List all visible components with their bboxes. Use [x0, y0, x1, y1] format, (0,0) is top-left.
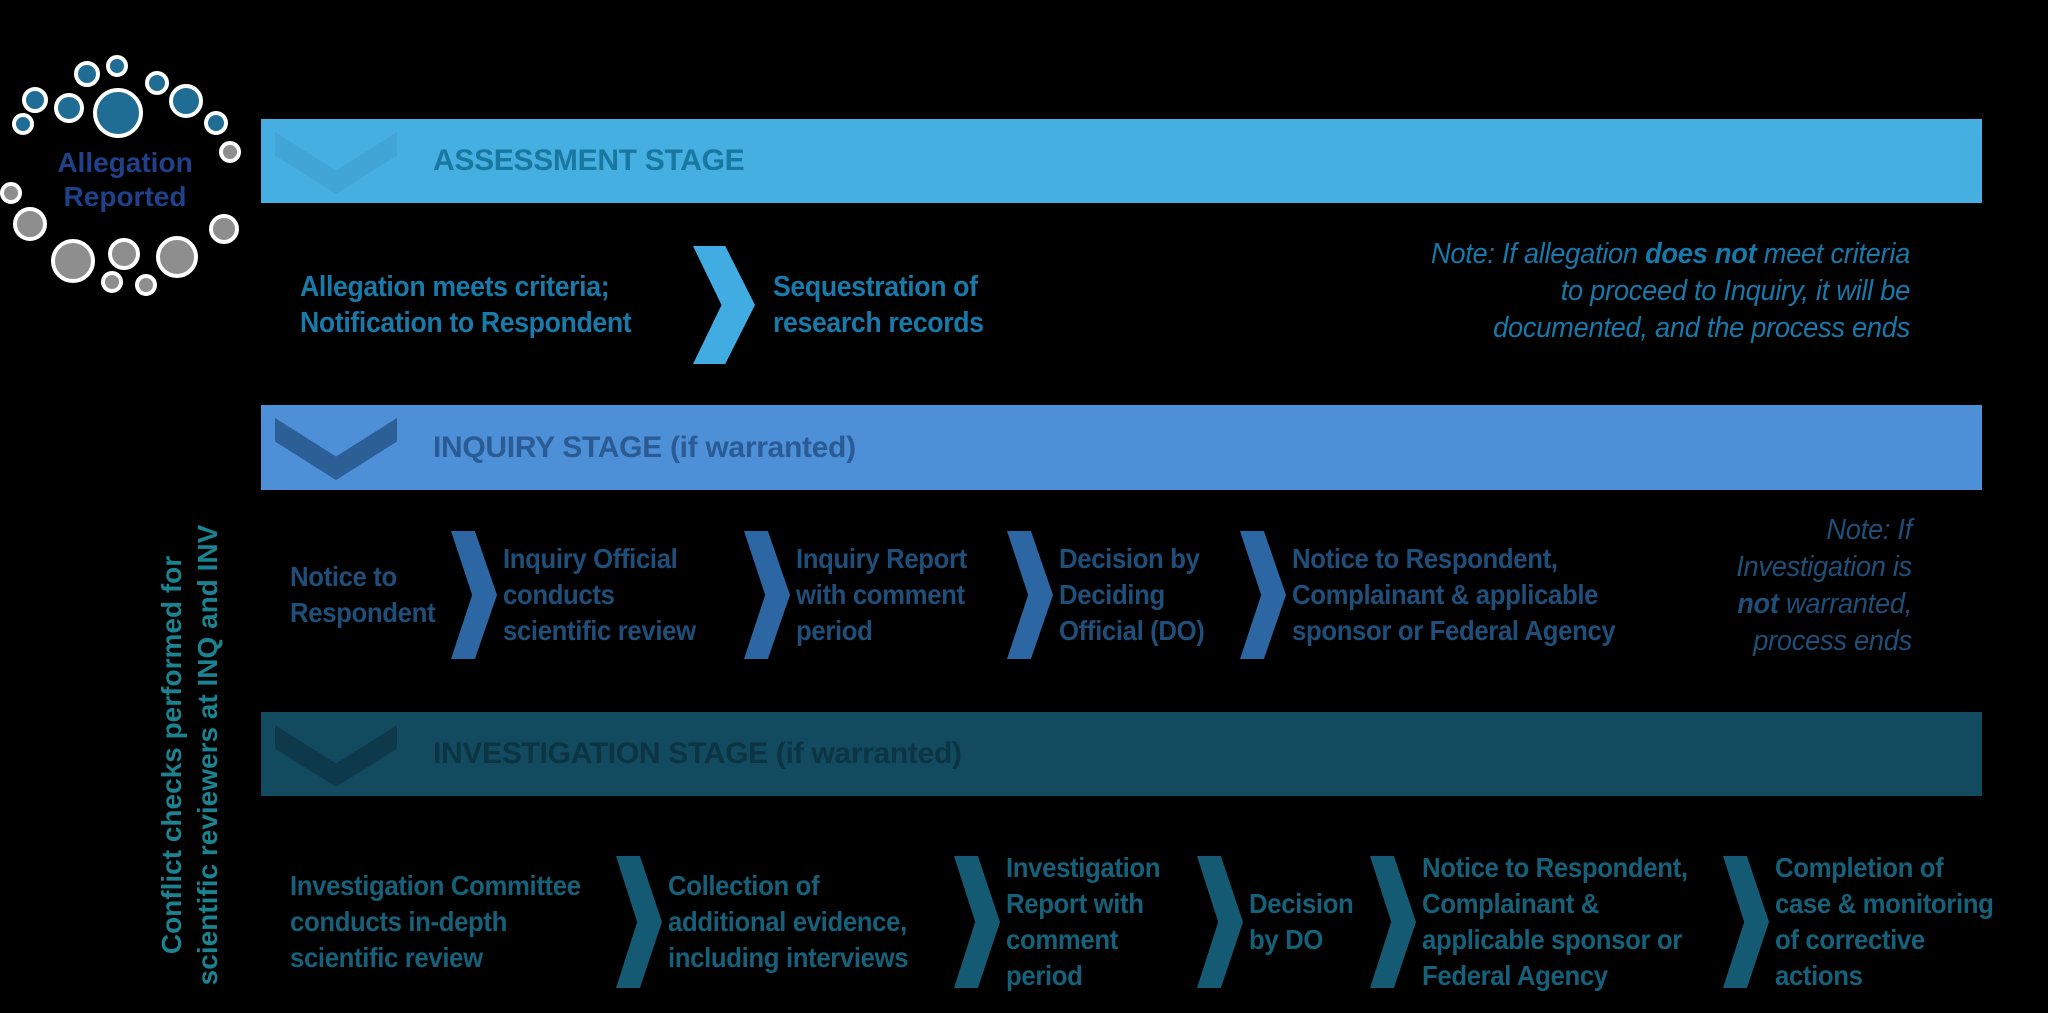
step-label: Investigation Committee conducts in-dept…: [290, 870, 581, 973]
step-label: Investigation Report with comment period: [1006, 852, 1161, 991]
dot-icon: [135, 274, 157, 296]
chevron-right-icon: [1723, 856, 1769, 988]
dot-icon: [13, 207, 47, 241]
step-label: Inquiry Official conducts scientific rev…: [503, 543, 696, 646]
step-label: Notice to Respondent, Complainant & appl…: [1422, 852, 1688, 991]
step-label: Completion of case & monitoring of corre…: [1775, 852, 1994, 991]
inquiry-stage-title: INQUIRY STAGE (if warranted): [433, 430, 856, 464]
dot-icon: [93, 88, 143, 138]
dot-icon: [209, 214, 239, 244]
step-label: Sequestration of research records: [773, 271, 984, 339]
step-label: Inquiry Report with comment period: [796, 543, 967, 646]
dot-icon: [51, 239, 95, 283]
dot-icon: [12, 113, 34, 135]
dot-icon: [108, 238, 140, 270]
step-label: Decision by Deciding Official (DO): [1059, 543, 1205, 646]
dot-icon: [74, 61, 100, 87]
chevron-right-icon: [1370, 856, 1416, 988]
step-label: Notice to Respondent: [290, 561, 436, 628]
chevron-right-icon: [744, 531, 790, 659]
note-text: Note: If Investigation is: [1736, 514, 1912, 583]
note-emphasis: not: [1737, 588, 1779, 620]
note-text: warranted, process ends: [1753, 588, 1912, 657]
conflict-checks-side-label: Conflict checks performed for scientific…: [156, 524, 223, 986]
dot-icon: [101, 271, 123, 293]
step-label: Decision by DO: [1249, 888, 1354, 955]
step-label: Collection of additional evidence, inclu…: [668, 870, 909, 973]
inquiry-stage-bar: INQUIRY STAGE (if warranted): [261, 405, 1982, 490]
step-label: Notice to Respondent, Complainant & appl…: [1292, 543, 1616, 646]
dot-icon: [0, 182, 22, 204]
investigation-stage-title: INVESTIGATION STAGE (if warranted): [433, 737, 962, 770]
step-label: Allegation meets criteria; Notification …: [300, 271, 632, 339]
assessment-stage-bar: ASSESSMENT STAGE: [261, 119, 1982, 203]
dot-icon: [169, 84, 203, 118]
allegation-reported-label: Allegation Reported: [57, 147, 193, 212]
chevron-right-icon: [1197, 856, 1243, 988]
inquiry-flow-row: Notice to Respondent Inquiry Official co…: [290, 520, 1642, 670]
investigation-flow-row: Investigation Committee conducts in-dept…: [290, 832, 2010, 1012]
chevron-right-icon: [1007, 531, 1053, 659]
investigation-stage-bar: INVESTIGATION STAGE (if warranted): [261, 712, 1982, 796]
note-text: Note: If allegation: [1430, 238, 1646, 270]
chevron-right-icon: [693, 246, 755, 364]
dot-icon: [106, 55, 128, 77]
assessment-note: Note: If allegation does not meet criter…: [1384, 236, 1910, 347]
assessment-flow-row: Allegation meets criteria; Notification …: [300, 240, 1008, 370]
dot-icon: [204, 111, 228, 135]
dot-icon: [219, 141, 241, 163]
dot-icon: [22, 87, 48, 113]
note-text: meet criteria to proceed to Inquiry, it …: [1493, 238, 1910, 344]
chevron-right-icon: [1240, 531, 1286, 659]
inquiry-note: Note: If Investigation is not warranted,…: [1696, 512, 1912, 660]
allegation-reported-badge: Allegation Reported: [0, 14, 250, 304]
note-emphasis: does not: [1645, 238, 1757, 270]
chevron-right-icon: [954, 856, 1000, 988]
dot-icon: [54, 93, 84, 123]
chevron-right-icon: [616, 856, 662, 988]
assessment-stage-title: ASSESSMENT STAGE: [433, 144, 745, 177]
dot-icon: [145, 71, 169, 95]
dot-icon: [156, 236, 198, 278]
chevron-right-icon: [451, 531, 497, 659]
